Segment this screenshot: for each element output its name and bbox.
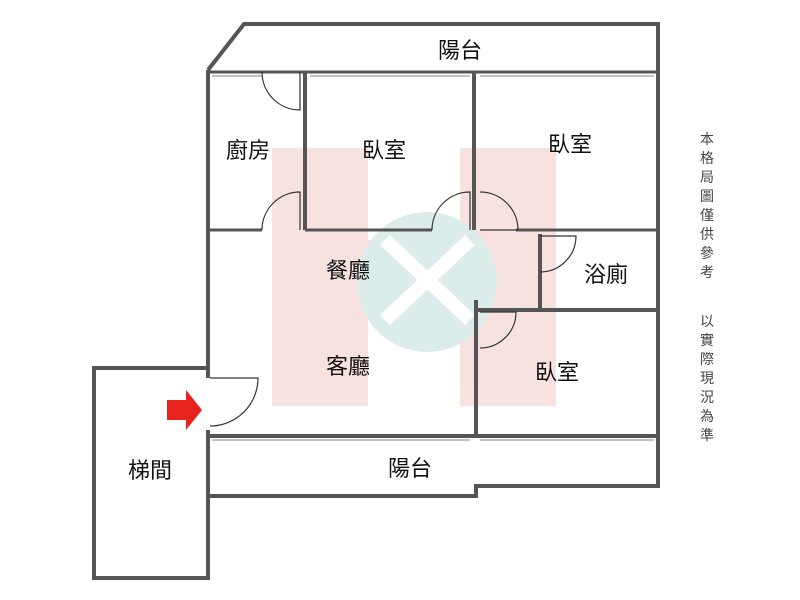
windows bbox=[212, 75, 654, 441]
svg-text:現: 現 bbox=[700, 371, 714, 387]
label-bathroom: 浴廁 bbox=[584, 263, 628, 288]
svg-text:供: 供 bbox=[700, 227, 714, 243]
svg-text:考: 考 bbox=[700, 265, 714, 281]
svg-text:格: 格 bbox=[700, 151, 714, 167]
svg-text:為: 為 bbox=[700, 409, 714, 425]
label-balcony-bottom: 陽台 bbox=[388, 457, 432, 482]
doors bbox=[209, 71, 577, 427]
svg-text:局: 局 bbox=[700, 170, 714, 186]
label-stairwell: 梯間 bbox=[128, 459, 172, 484]
svg-text:僅: 僅 bbox=[700, 208, 714, 224]
svg-text:參: 參 bbox=[700, 246, 714, 262]
label-bedroom-1: 臥室 bbox=[362, 139, 406, 164]
svg-text:準: 準 bbox=[700, 428, 714, 444]
svg-text:際: 際 bbox=[700, 352, 714, 368]
svg-text:以: 以 bbox=[700, 314, 714, 330]
watermark-logo-icon bbox=[272, 148, 556, 406]
notice-line-1: 本 格 局 圖 僅 供 參 考 bbox=[700, 132, 714, 281]
notice-line-2: 以 實 際 現 況 為 準 bbox=[700, 314, 714, 444]
label-dining: 餐廳 bbox=[326, 259, 370, 284]
label-living: 客廳 bbox=[326, 355, 370, 380]
svg-text:實: 實 bbox=[700, 332, 714, 349]
entry-arrow-icon bbox=[167, 390, 202, 430]
svg-text:本: 本 bbox=[700, 132, 714, 148]
label-bedroom-3: 臥室 bbox=[535, 361, 579, 386]
label-balcony-top: 陽台 bbox=[438, 39, 482, 64]
svg-text:況: 況 bbox=[700, 390, 714, 406]
label-kitchen: 廚房 bbox=[226, 139, 270, 164]
walls bbox=[92, 22, 660, 580]
label-bedroom-2: 臥室 bbox=[548, 133, 592, 158]
svg-text:圖: 圖 bbox=[700, 189, 714, 205]
